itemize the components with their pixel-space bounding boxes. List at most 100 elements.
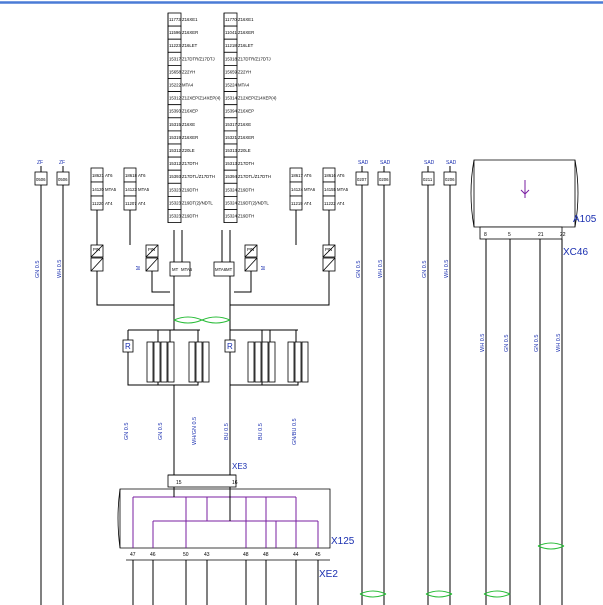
xe2-label: XE2 <box>319 569 338 580</box>
table-variant-label: Z17DTH <box>182 161 198 166</box>
table-variant-label: Z19DTH <box>182 214 198 219</box>
wire-label-mid-4: BU 0.5 <box>258 423 264 440</box>
splice-cluster: MT MTA6 MTA6 MT <box>169 261 235 277</box>
table-variant-label: Z16LET <box>182 43 198 48</box>
xe2-pin: 50 <box>183 552 189 558</box>
table-code: 15313 <box>225 148 238 153</box>
twisted-pair-a105 <box>537 542 565 550</box>
table-variant-label: Z20LE <box>182 148 195 153</box>
table-code: 15323 <box>169 214 182 219</box>
wire-r-left-down <box>127 352 174 386</box>
table-variant-label: Z16XER <box>238 30 254 35</box>
xe2-pins: 47 46 50 43 48 48 44 45 <box>130 552 321 558</box>
diode-r1: PIN <box>244 244 258 272</box>
table-variant-label: Z22YH <box>238 69 251 74</box>
xe3-pin-16: 16 <box>232 480 238 486</box>
xe2-pin: 47 <box>130 552 136 558</box>
variant-code: 11220 <box>92 201 104 206</box>
table-code: 15224 <box>225 83 238 88</box>
variant-label: AT4 <box>105 201 113 206</box>
table-code: 15312 <box>169 96 182 101</box>
table-code: 11770 <box>225 17 237 22</box>
svg-text:PIN: PIN <box>148 247 155 252</box>
table-variant-label: Z16XE <box>182 122 195 127</box>
table-code: 15312 <box>169 148 182 153</box>
table-code: 15659 <box>225 69 238 74</box>
wire-join-l1 <box>96 271 175 306</box>
wire-label-mid-2: WH/GN 0.5 <box>192 417 198 445</box>
table-code: 15394 <box>225 174 238 179</box>
wire-label-top-1: WH 0.5 <box>57 260 63 278</box>
xe2-pin: 43 <box>204 552 210 558</box>
connector-header-sad2: SAD <box>380 160 391 166</box>
variant-label: MTA5 <box>138 187 150 192</box>
table-variant-label: Z22YH <box>182 69 195 74</box>
variant-label: MTA5 <box>105 187 117 192</box>
splice-label-3: MT <box>226 267 233 272</box>
variant-code: 14123 <box>125 187 138 192</box>
xe2-pin: 46 <box>150 552 156 558</box>
wire-label-right-0: WH 0.5 <box>480 334 486 352</box>
table-code: 15394 <box>225 109 238 114</box>
xe2-pin: 48 <box>243 552 249 558</box>
variant-stack-right <box>247 341 309 383</box>
xe2-pin: 44 <box>293 552 299 558</box>
xe3-label: XE3 <box>232 462 248 471</box>
connector-header-sad1: SAD <box>358 160 369 166</box>
xe3-pin-15: 15 <box>176 480 182 486</box>
xe2-pin: 45 <box>315 552 321 558</box>
table-variant-label: Z19DT(2)/NDTL <box>238 200 269 205</box>
wire-label-mid-3: BU 0.5 <box>224 423 230 440</box>
variant-code: 18618 <box>125 173 138 178</box>
xe2-connector: XE2 <box>126 559 338 580</box>
diode-r2: PIN <box>322 244 336 272</box>
connector-header-sad3: SAD <box>424 160 435 166</box>
table-code: 15393 <box>169 109 182 114</box>
connector-code: 0207 <box>357 177 367 182</box>
connector-code: 0206 <box>445 177 455 182</box>
splice-note-l: M <box>136 266 142 270</box>
table-code: 15323 <box>169 200 182 205</box>
splice-label-0: MT <box>172 267 179 272</box>
variant-label: AT4 <box>304 201 312 206</box>
table-code: 15319 <box>169 135 182 140</box>
table-variant-label: Z16XE <box>238 122 251 127</box>
variant-code: 11222 <box>324 201 336 206</box>
table-variant-label: Z16XER <box>182 30 198 35</box>
table-variant-label: Z17DTH <box>238 161 254 166</box>
variant-code: 11207 <box>125 201 137 206</box>
table-code: 15393 <box>169 174 182 179</box>
table-variant-label: Z16XEP <box>238 109 254 114</box>
wire-label-top-5: WH 0.5 <box>444 260 450 278</box>
connector-code: 0506 <box>36 177 46 182</box>
variant-label: AT6 <box>304 173 312 178</box>
table-code: 11223 <box>169 43 181 48</box>
svg-text:PIN: PIN <box>325 247 332 252</box>
xe3-connector: XE3 15 16 <box>167 462 248 488</box>
xe2-pin: 48 <box>263 552 269 558</box>
table-code: 11041 <box>225 30 237 35</box>
wire-label-right-3: WH 0.5 <box>556 334 562 352</box>
table-variant-label: Z16XER <box>182 135 198 140</box>
table-variant-label: Z16XER <box>238 135 254 140</box>
table-code: 11773 <box>169 17 181 22</box>
wire-label-top-3: WH 0.5 <box>378 260 384 278</box>
table-variant-label: Z17DTR/Z17DTJ <box>182 56 215 61</box>
table-variant-label: Z19DT(2)/NDTL <box>182 200 213 205</box>
table-code: 11218 <box>225 43 237 48</box>
table-code: 15315 <box>169 122 182 127</box>
table-variant-label: Z16LET <box>238 43 254 48</box>
splice-label-1: MTA6 <box>181 267 193 272</box>
variant-label: AT6 <box>138 173 146 178</box>
connector-code: 0206 <box>379 177 389 182</box>
wire-label-mid-1: GN 0.5 <box>158 423 164 440</box>
table-code: 15313 <box>225 161 238 166</box>
table-variant-label: Z17DTR/Z17DTJ <box>238 56 271 61</box>
table-code: 15323 <box>169 187 182 192</box>
a105-symbol-icon <box>520 180 530 198</box>
a105-label: A105 <box>573 214 597 225</box>
